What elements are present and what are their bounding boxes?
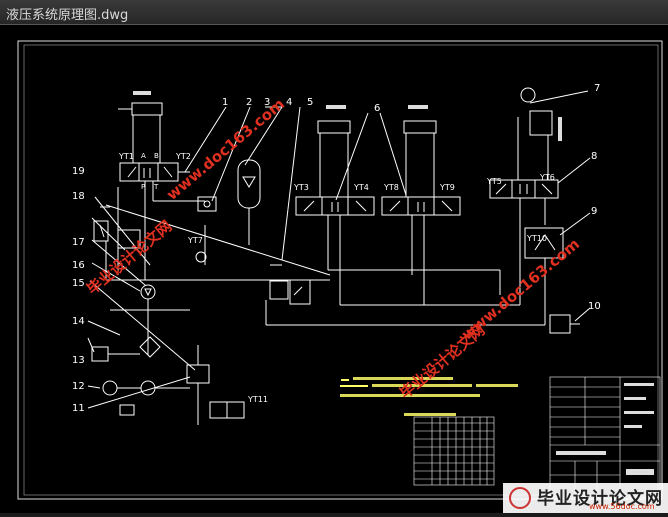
valve-yt5-yt6 <box>489 179 559 199</box>
callout-3: 3 <box>264 97 271 108</box>
title-block <box>549 376 661 498</box>
callout-14: 14 <box>72 316 85 327</box>
label-yt8: YT8 <box>384 183 399 192</box>
window-title: 液压系统原理图.dwg <box>6 8 129 23</box>
port-p: P <box>141 183 146 191</box>
label-yt5: YT5 <box>487 177 502 186</box>
callout-1: 1 <box>222 97 229 108</box>
solenoid-table <box>413 416 495 486</box>
callout-6: 6 <box>374 103 381 114</box>
callout-15: 15 <box>72 278 85 289</box>
port-t: T <box>154 183 159 191</box>
accumulator <box>237 159 261 209</box>
label-yt10: YT10 <box>527 234 547 243</box>
label-yt1: YT1 <box>119 152 134 161</box>
drawing-canvas[interactable]: 1 2 3 4 5 6 7 8 9 10 11 12 13 14 15 16 1… <box>0 25 668 513</box>
callout-11: 11 <box>72 403 85 414</box>
window-titlebar: 液压系统原理图.dwg <box>0 0 668 25</box>
cylinder-labels <box>133 91 562 141</box>
valve-yt8-yt9 <box>381 196 461 216</box>
callout-16: 16 <box>72 260 85 271</box>
main-pump <box>140 284 156 300</box>
drawing-inner-border <box>23 44 659 496</box>
label-yt2: YT2 <box>176 152 191 161</box>
title-block-text <box>556 383 654 475</box>
callout-19: 19 <box>72 166 85 177</box>
left-cylinder <box>131 102 163 116</box>
label-yt6: YT6 <box>540 173 555 182</box>
callout-12: 12 <box>72 381 85 392</box>
label-yt4: YT4 <box>354 183 369 192</box>
valve-yt1-yt2 <box>119 162 179 182</box>
callout-13: 13 <box>72 355 85 366</box>
drawing-border <box>17 40 663 500</box>
label-yt7: YT7 <box>188 236 203 245</box>
callout-7: 7 <box>594 83 601 94</box>
legend-notes <box>340 377 518 416</box>
brand-logo-icon <box>509 487 531 509</box>
brand-name: 毕业设计论文网 <box>537 489 663 509</box>
label-yt3: YT3 <box>294 183 309 192</box>
valve-yt10 <box>524 227 564 259</box>
callout-9: 9 <box>591 206 598 217</box>
label-yt9: YT9 <box>440 183 455 192</box>
callout-17: 17 <box>72 237 85 248</box>
valve-yt3-yt4 <box>295 196 375 216</box>
callout-2: 2 <box>246 97 253 108</box>
callout-5: 5 <box>307 97 314 108</box>
port-b: B <box>154 152 159 160</box>
label-yt11: YT11 <box>248 395 268 404</box>
brand-url: www.56doc.com <box>589 502 655 511</box>
pressure-gauge-top <box>520 87 536 103</box>
pressure-gauge-small <box>195 251 207 263</box>
callout-10: 10 <box>588 301 601 312</box>
port-a: A <box>141 152 146 160</box>
callout-18: 18 <box>72 191 85 202</box>
brand-watermark: 毕业设计论文网 www.56doc.com <box>503 483 668 513</box>
callout-4: 4 <box>286 97 293 108</box>
callout-8: 8 <box>591 151 598 162</box>
hydraulic-schematic <box>17 40 663 500</box>
